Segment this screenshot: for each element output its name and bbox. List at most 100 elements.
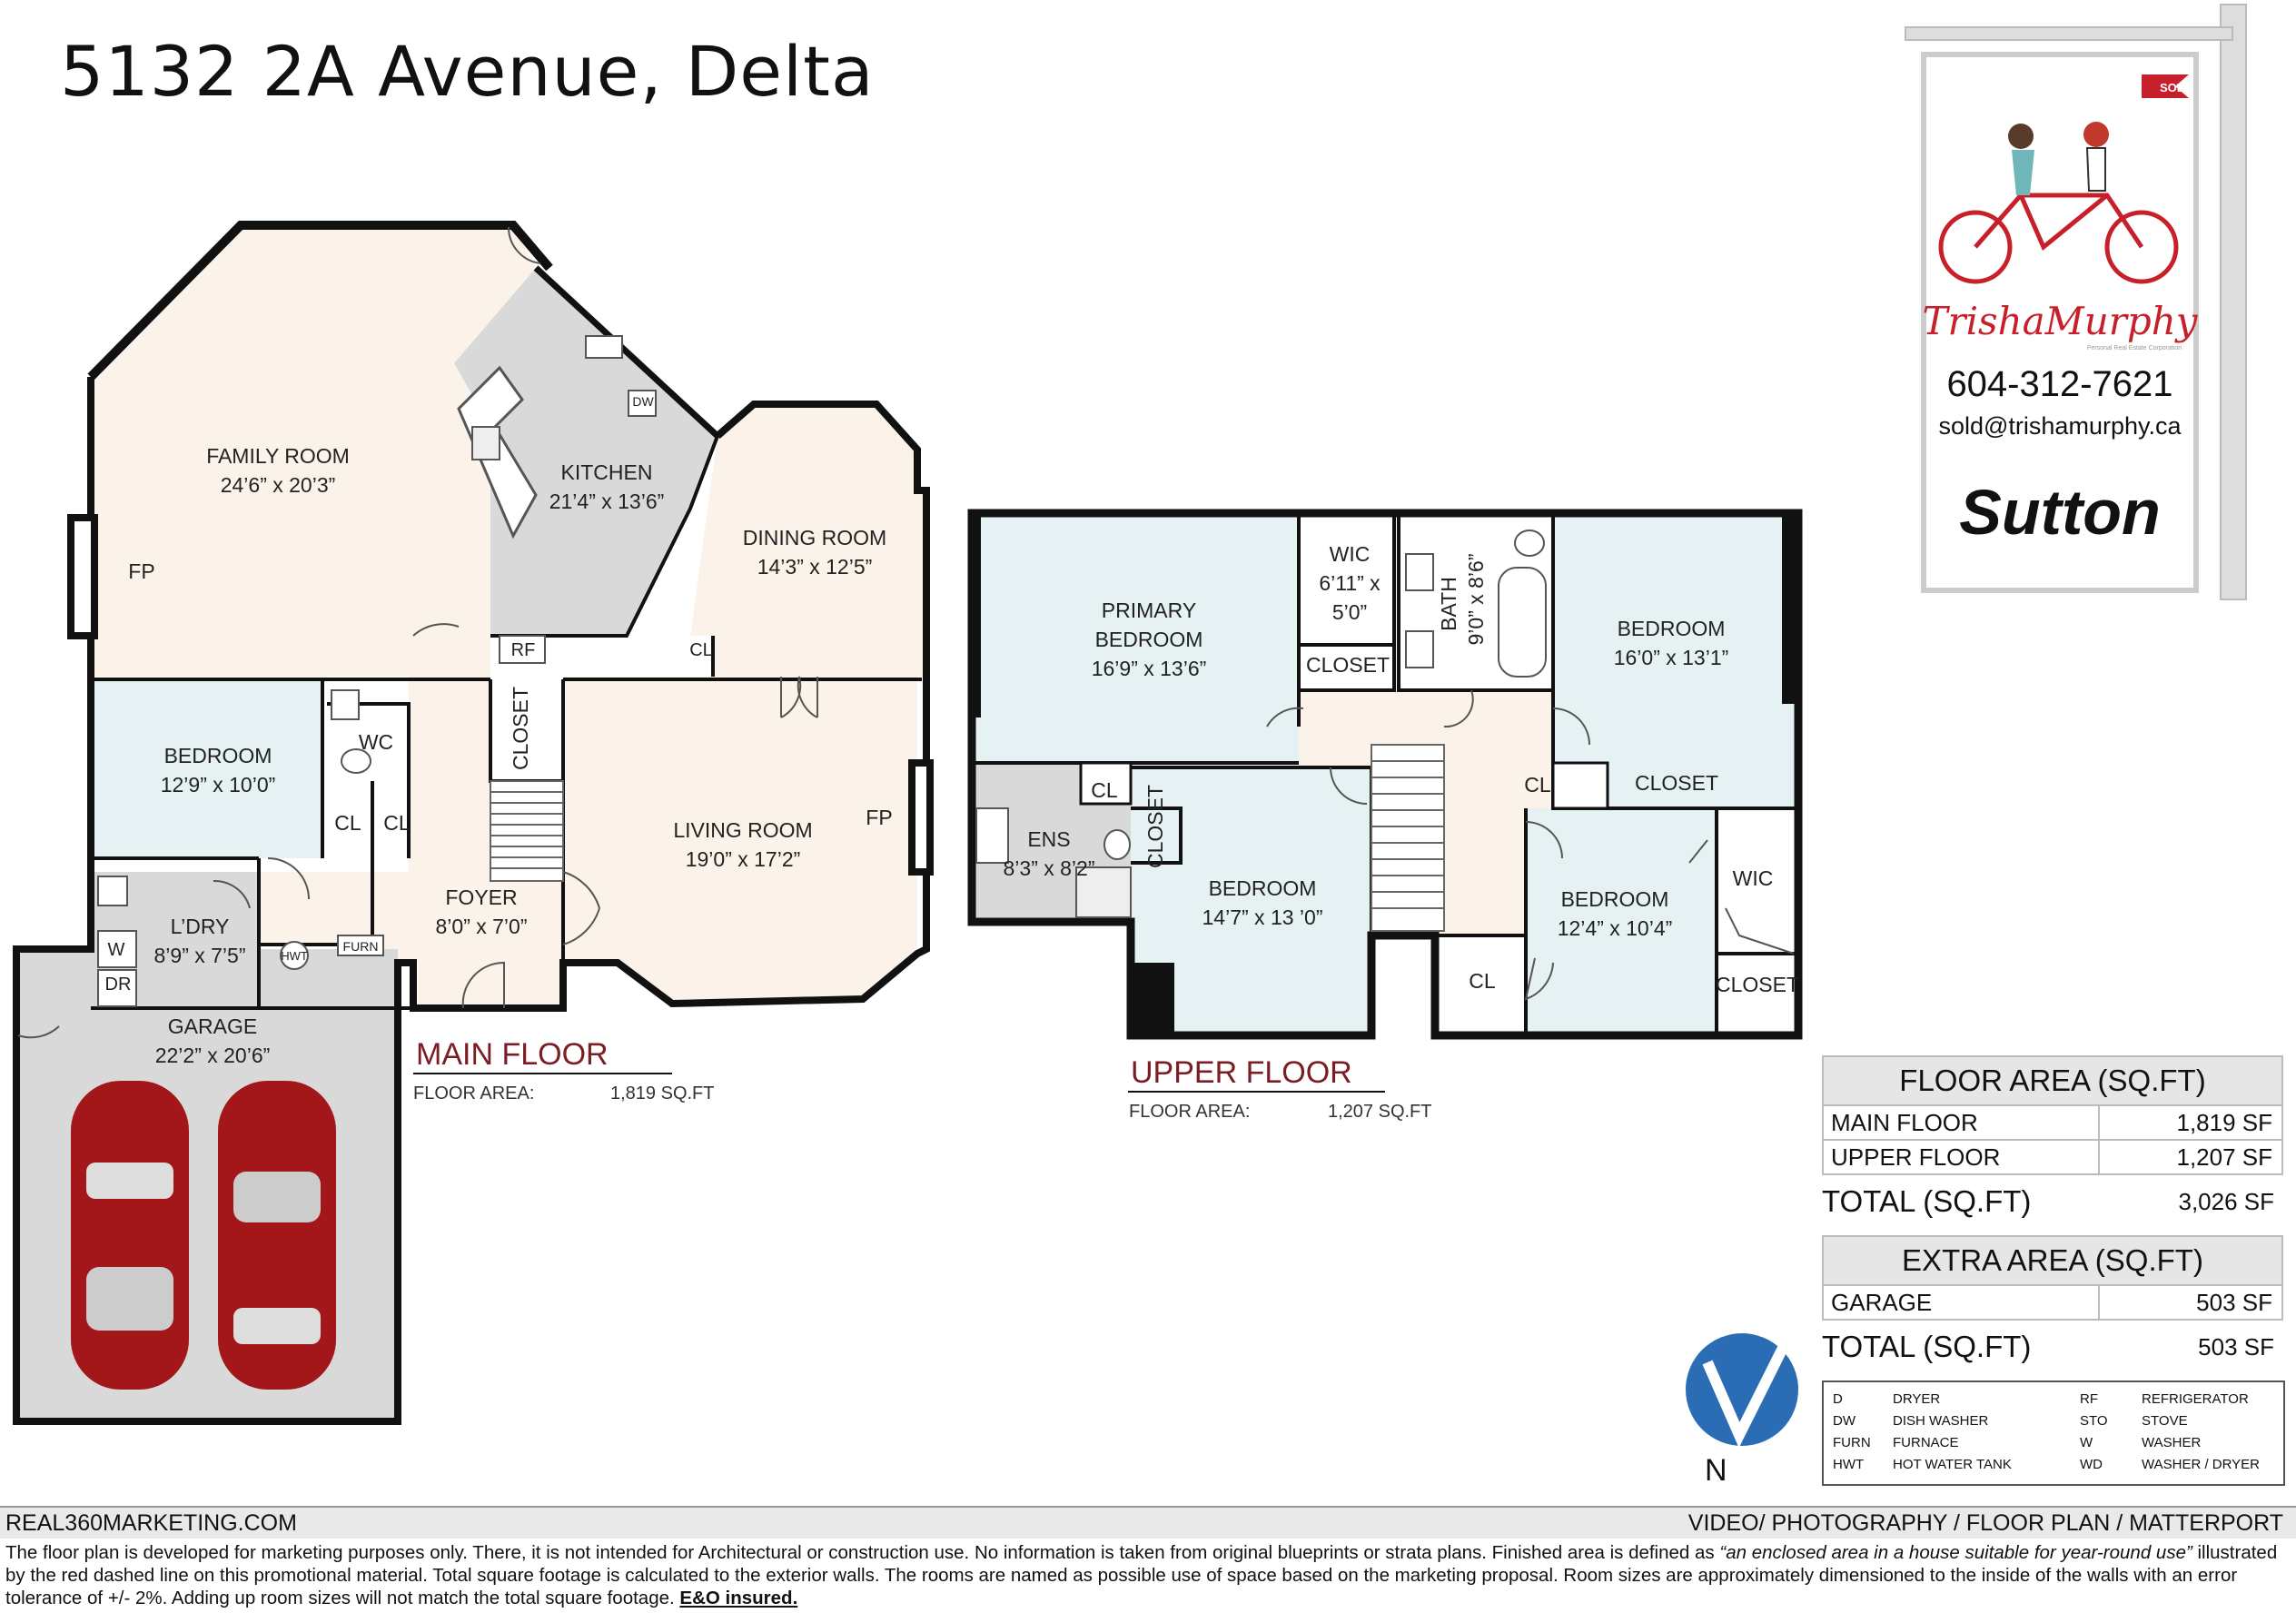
sign-sub: Personal Real Estate Corporation bbox=[2087, 345, 2182, 351]
bedroom-se-area bbox=[1526, 808, 1717, 1035]
rf-label: RF bbox=[511, 640, 536, 660]
tandem-bike-icon bbox=[1938, 193, 2179, 284]
wc-label: WC bbox=[359, 730, 393, 754]
legend-abbr: HWT bbox=[1833, 1457, 1865, 1472]
primary-bedroom-line1: PRIMARY bbox=[1102, 599, 1196, 622]
main-floor-area-label: FLOOR AREA: bbox=[413, 1084, 534, 1103]
living-room-size: 19’0” x 17’2” bbox=[686, 847, 801, 871]
footer-right: VIDEO/ PHOTOGRAPHY / FLOOR PLAN / MATTER… bbox=[1687, 1510, 2283, 1536]
main-floor-labels: FAMILY ROOM 24’6” x 20’3” KITCHEN 21’4” … bbox=[105, 394, 893, 1067]
bedroom-main-area bbox=[91, 681, 322, 858]
cl-label-2: CL bbox=[383, 811, 411, 835]
disclaimer-a: The floor plan is developed for marketin… bbox=[5, 1542, 1720, 1563]
total-label: TOTAL (SQ.FT) bbox=[1822, 1184, 2032, 1218]
main-floor-caption: MAIN FLOOR FLOOR AREA: 1,819 SQ.FT bbox=[413, 1037, 715, 1103]
closet-label-s: CLOSET bbox=[1143, 785, 1167, 868]
row-value: 1,207 SF bbox=[2176, 1143, 2272, 1171]
laundry-size: 8’9” x 7’5” bbox=[154, 944, 246, 967]
ens-name: ENS bbox=[1027, 827, 1070, 851]
bedroom-main-size: 12’9” x 10’0” bbox=[161, 773, 276, 797]
row-name: MAIN FLOOR bbox=[1824, 1106, 2100, 1139]
floor-area-total: TOTAL (SQ.FT) 3,026 SF bbox=[1822, 1175, 2283, 1228]
cl-label-se: CL bbox=[1469, 969, 1496, 993]
total-value: 3,026 SF bbox=[2178, 1188, 2274, 1215]
wic-name: WIC bbox=[1330, 542, 1371, 566]
sign-flag-text: SOLD bbox=[2160, 81, 2192, 94]
disclaimer-eo: E&O insured. bbox=[679, 1588, 798, 1608]
table-row: GARAGE 503 SF bbox=[1822, 1286, 2283, 1321]
row-value: 503 SF bbox=[2196, 1289, 2272, 1316]
legend-meaning: DRYER bbox=[1893, 1391, 1941, 1407]
bedroom-ne-name: BEDROOM bbox=[1618, 617, 1726, 640]
legend-abbr: D bbox=[1833, 1391, 1843, 1407]
disclaimer-quote: “an enclosed area in a house suitable fo… bbox=[1719, 1542, 2192, 1563]
main-floor-area-value: 1,819 SQ.FT bbox=[610, 1084, 715, 1103]
dining-room-name: DINING ROOM bbox=[743, 526, 886, 549]
legend-abbr: STO bbox=[2080, 1413, 2108, 1429]
table-row: UPPER FLOOR 1,207 SF bbox=[1822, 1141, 2283, 1175]
fp-label-family: FP bbox=[128, 559, 154, 583]
dw-label: DW bbox=[632, 394, 654, 409]
extra-area-table: EXTRA AREA (SQ.FT) GARAGE 503 SF TOTAL (… bbox=[1822, 1235, 2283, 1373]
legend-meaning: FURNACE bbox=[1893, 1435, 1959, 1450]
primary-bedroom-size: 16’9” x 13’6” bbox=[1092, 657, 1207, 680]
legend-meaning: WASHER bbox=[2142, 1435, 2202, 1450]
dining-room-size: 14’3” x 12’5” bbox=[757, 555, 873, 579]
legend-abbr: FURN bbox=[1833, 1435, 1871, 1450]
legend-abbr: DW bbox=[1833, 1413, 1856, 1429]
legend-abbr: RF bbox=[2080, 1391, 2098, 1407]
bath-size: 9’0” x 8’6” bbox=[1464, 554, 1488, 646]
upper-floor-labels: PRIMARY BEDROOM 16’9” x 13’6” WIC 6’11” … bbox=[1004, 542, 1800, 996]
bedroom-se-name: BEDROOM bbox=[1561, 887, 1669, 911]
main-floor-label: MAIN FLOOR bbox=[416, 1037, 609, 1072]
bath-name: BATH bbox=[1437, 577, 1460, 631]
sign-name: TrishaMurphy bbox=[1923, 299, 2199, 343]
sign-brand: Sutton bbox=[1959, 477, 2161, 548]
upper-floor-area-value: 1,207 SQ.FT bbox=[1328, 1102, 1432, 1122]
garage-car-right bbox=[218, 1081, 336, 1390]
cl-label-dining: CL bbox=[689, 640, 713, 660]
row-name: GARAGE bbox=[1824, 1286, 2100, 1319]
garage-car-left bbox=[71, 1081, 189, 1390]
foyer-size: 8’0” x 7’0” bbox=[436, 915, 528, 938]
footer-left: REAL360MARKETING.COM bbox=[5, 1510, 297, 1536]
sign-email: sold@trishamurphy.ca bbox=[1938, 412, 2182, 440]
floor-area-table: FLOOR AREA (SQ.FT) MAIN FLOOR 1,819 SF U… bbox=[1822, 1055, 2283, 1228]
family-room-name: FAMILY ROOM bbox=[206, 444, 350, 468]
closet-label-wic: CLOSET bbox=[1306, 653, 1390, 677]
living-room-name: LIVING ROOM bbox=[673, 818, 812, 842]
cl-label-ens: CL bbox=[1091, 778, 1118, 802]
disclaimer: The floor plan is developed for marketin… bbox=[5, 1541, 2291, 1609]
table-row: MAIN FLOOR 1,819 SF bbox=[1822, 1106, 2283, 1141]
primary-bedroom-line2: BEDROOM bbox=[1095, 628, 1203, 651]
legend-meaning: DISH WASHER bbox=[1893, 1413, 1989, 1429]
wic-label-se: WIC bbox=[1733, 866, 1774, 890]
disclaimer-b: illustrated by the red dashed line on th… bbox=[5, 1542, 2278, 1608]
legend-meaning: WASHER / DRYER bbox=[2142, 1457, 2261, 1472]
sign-phone: 604-312-7621 bbox=[1946, 364, 2172, 404]
closet-label-ne: CLOSET bbox=[1635, 771, 1718, 795]
cl-label-1: CL bbox=[334, 811, 361, 835]
upper-floor-plan bbox=[967, 509, 1803, 1040]
legend-meaning: REFRIGERATOR bbox=[2142, 1391, 2249, 1407]
furn-label: FURN bbox=[343, 939, 379, 954]
bedroom-ne-size: 16’0” x 13’1” bbox=[1614, 646, 1729, 669]
upper-floor-caption: UPPER FLOOR FLOOR AREA: 1,207 SQ.FT bbox=[1128, 1055, 1432, 1122]
floor-plan: FAMILY ROOM 24’6” x 20’3” KITCHEN 21’4” … bbox=[13, 4, 2247, 1488]
wic-size-1: 6’11” x bbox=[1319, 571, 1381, 595]
closet-label-se: CLOSET bbox=[1716, 973, 1799, 996]
wic-area bbox=[1299, 513, 1394, 645]
laundry-name: L’DRY bbox=[171, 915, 230, 938]
total-label: TOTAL (SQ.FT) bbox=[1822, 1330, 2032, 1363]
compass: N bbox=[1686, 1333, 1798, 1488]
bedroom-se-size: 12’4” x 10’4” bbox=[1558, 916, 1673, 940]
total-value: 503 SF bbox=[2198, 1333, 2274, 1361]
extra-area-header: EXTRA AREA (SQ.FT) bbox=[1822, 1235, 2283, 1286]
w-label: W bbox=[108, 940, 125, 960]
foyer-area bbox=[259, 654, 563, 1008]
hwt-label: HWT bbox=[281, 949, 308, 963]
legend-meaning: HOT WATER TANK bbox=[1893, 1457, 2012, 1472]
living-room-area bbox=[563, 677, 917, 1004]
primary-bedroom-area bbox=[972, 513, 1299, 763]
upper-floor-area-label: FLOOR AREA: bbox=[1129, 1102, 1250, 1122]
